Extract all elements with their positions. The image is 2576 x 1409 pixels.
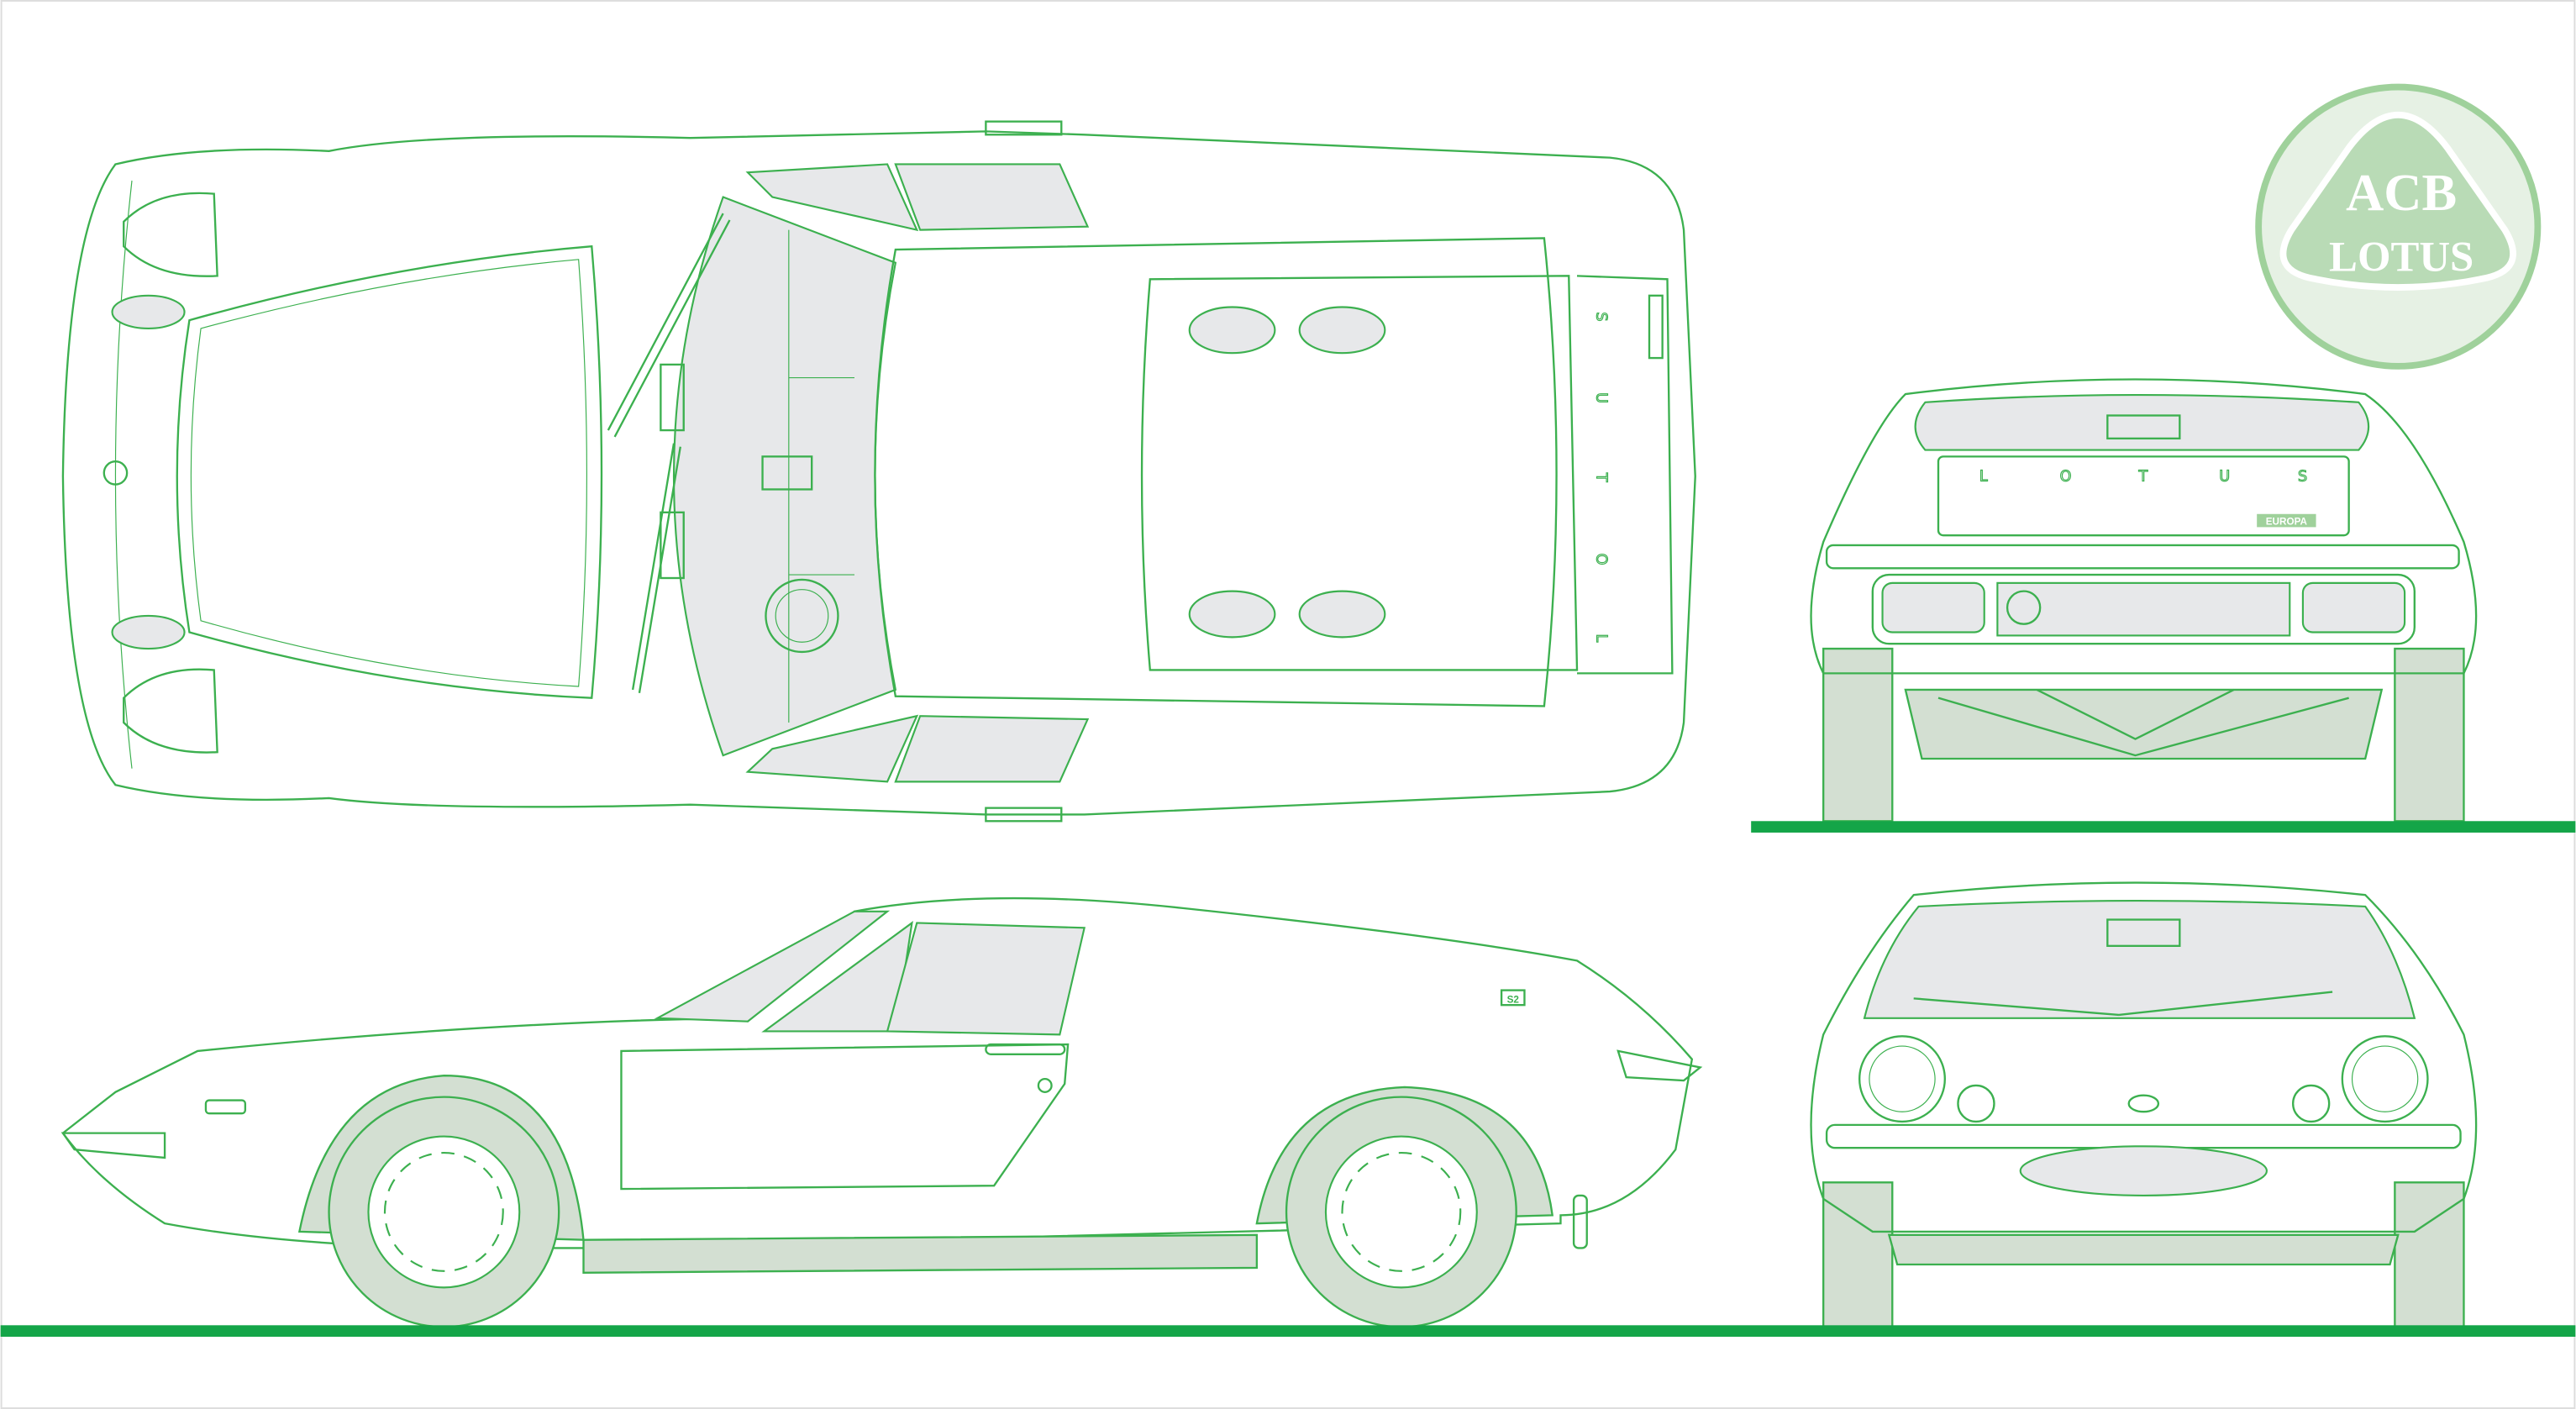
top-letter: O (1592, 554, 1609, 565)
rear-window (1914, 394, 2370, 451)
front-tyre-right (2394, 1181, 2465, 1328)
s2-badge (1500, 989, 1526, 1007)
top-letter: T (1592, 472, 1609, 482)
steering-wheel (765, 578, 839, 654)
indicator-right (111, 614, 186, 650)
s2-badge-text: S2 (1507, 994, 1520, 1005)
engine-lid (1140, 275, 1579, 671)
front-hood (176, 244, 603, 699)
headlight-right (123, 668, 218, 754)
rear-light-panel (1871, 573, 2416, 645)
europa-badge-text: EUROPA (2266, 516, 2308, 527)
wiper-right (631, 443, 681, 694)
rear-letter: U (2219, 469, 2230, 486)
interior-mirror (2106, 918, 2181, 947)
windscreen-side (654, 910, 891, 1023)
rear-letter: L (1979, 469, 1988, 486)
wiper-left (607, 213, 731, 438)
front-badge (2127, 1094, 2160, 1113)
rear-letter: O (2060, 469, 2072, 486)
front-windscreen (1863, 899, 2416, 1019)
front-undertray (1887, 1233, 2400, 1266)
door-handle (985, 1043, 1066, 1055)
rear-body-outline (1810, 378, 2478, 675)
dash-instrument (761, 455, 813, 491)
engine-lid-rear (1937, 455, 2350, 537)
vent-1 (1188, 306, 1276, 355)
side-body-outline (61, 896, 1694, 1249)
top-letter: L (1592, 634, 1609, 642)
door (620, 1043, 1070, 1191)
ground-line-rear (1751, 821, 2576, 833)
mirror-right (985, 807, 1063, 823)
rear-mirror (2106, 414, 2181, 440)
front-body-outline (1810, 881, 2478, 1233)
tail-light-right (2301, 581, 2406, 634)
rear-bumper (1825, 544, 2460, 570)
vent-4 (1298, 590, 1386, 639)
front-wipers (1913, 991, 2333, 1017)
logo-monogram: ACB (2346, 163, 2457, 222)
europa-badge (2257, 513, 2316, 528)
rear-letter: S (2298, 469, 2307, 486)
hood-badge (103, 460, 129, 486)
rear-grille (1996, 581, 2291, 637)
indicator-left (111, 294, 186, 329)
top-body-outline (61, 130, 1696, 816)
top-letter: S (1592, 312, 1609, 321)
rear-tyre-left (1822, 647, 1894, 823)
top-view: S U T O L (61, 120, 1696, 823)
rear-view: L O T U S EUROPA (1810, 378, 2478, 823)
side-view: S2 (60, 896, 1703, 1328)
headlight-left (123, 192, 218, 277)
vent-3 (1188, 590, 1276, 639)
side-window-rear (886, 922, 1086, 1036)
quarter-window-right (894, 715, 1090, 783)
vent-2 (1298, 306, 1386, 355)
rear-tyre-right (2394, 647, 2465, 823)
exhaust (1572, 1194, 1588, 1249)
side-window-left (745, 163, 919, 232)
ground-line-main (0, 1325, 2576, 1337)
side-window-right (745, 714, 919, 783)
top-letter: U (1592, 392, 1609, 403)
sill (582, 1233, 1259, 1274)
rear-suspension (1904, 688, 2384, 760)
quarter-window-left (894, 163, 1090, 231)
rear-letter: T (2137, 469, 2148, 486)
tail-light-left (1881, 581, 1985, 634)
front-view (1810, 881, 2478, 1328)
roof (874, 237, 1558, 707)
headlight-right-front (2341, 1035, 2429, 1123)
windscreen (673, 196, 897, 757)
headlight-left-front (1858, 1035, 1946, 1123)
mirror-left (985, 120, 1063, 136)
front-tyre-left (1822, 1181, 1894, 1328)
logo-brand: LOTUS (2329, 234, 2473, 281)
lotus-logo: ACB LOTUS (2255, 83, 2542, 370)
front-grille (2019, 1145, 2268, 1196)
